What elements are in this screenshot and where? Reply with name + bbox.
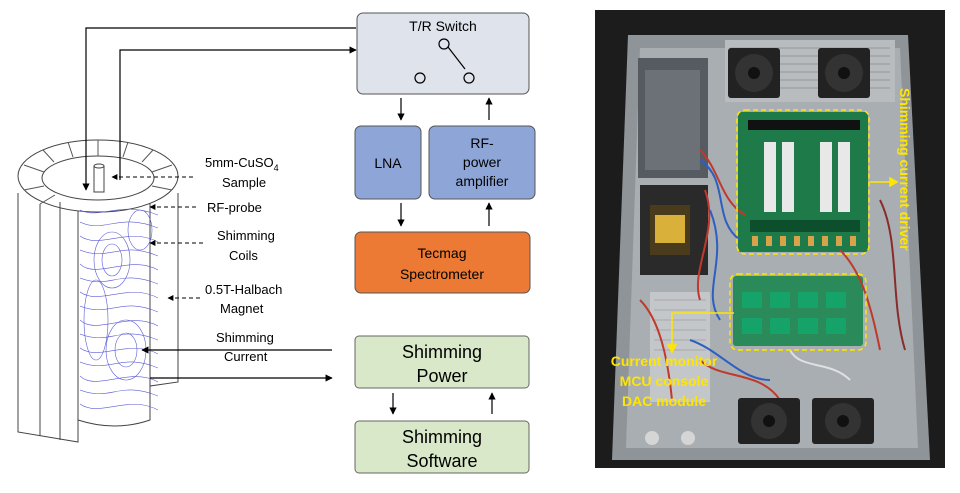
ring-segments — [23, 140, 173, 205]
tr-switch-block: T/R Switch — [356, 12, 530, 95]
rf-amplifier-block: RF- power amplifier — [428, 125, 536, 200]
label-shim-current-line2: Current — [224, 349, 268, 364]
svg-text:Power: Power — [416, 366, 467, 386]
svg-text:amplifier: amplifier — [456, 173, 509, 189]
svg-text:Software: Software — [406, 451, 477, 471]
switch-symbol — [414, 38, 475, 84]
tr-switch-label: T/R Switch — [409, 18, 477, 34]
svg-text:RF-: RF- — [470, 135, 494, 151]
connections — [82, 27, 496, 415]
label-shim-current-line1: Shimming — [216, 330, 274, 345]
label-magnet-line1: 0.5T-Halbach — [205, 282, 282, 297]
label-leaders — [111, 174, 206, 301]
fan-top-right — [818, 48, 870, 98]
label-sample-line1: 5mm-CuSO4 — [205, 155, 279, 173]
driver-highlight — [736, 109, 870, 255]
svg-text:Shimming: Shimming — [402, 427, 482, 447]
driver-label: Shimming current driver — [897, 88, 913, 251]
shim-software-block: Shimming Software — [354, 420, 530, 474]
svg-text:Spectrometer: Spectrometer — [400, 266, 484, 282]
label-shim-coils-line1: Shimming — [217, 228, 275, 243]
label-magnet-line2: Magnet — [220, 301, 264, 316]
lna-label: LNA — [374, 155, 402, 171]
dac-mcu-board — [733, 276, 863, 346]
svg-text:Tecmag: Tecmag — [417, 245, 466, 261]
monitor-label-1: Current monitor — [611, 353, 718, 369]
svg-text:Shimming: Shimming — [402, 342, 482, 362]
driver-board — [738, 112, 868, 252]
label-sample-line2: Sample — [222, 175, 266, 190]
label-rf-probe: RF-probe — [207, 200, 262, 215]
lna-block: LNA — [354, 125, 422, 200]
monitor-label-3: DAC module — [622, 393, 706, 409]
fan-bottom-left — [738, 398, 800, 444]
monitor-highlight — [729, 273, 867, 351]
label-shim-coils-line2: Coils — [229, 248, 258, 263]
monitor-label-2: MCU console — [620, 373, 709, 389]
fan-top-left — [728, 48, 780, 98]
fan-bottom-right — [812, 398, 874, 444]
spectrometer-block: Tecmag Spectrometer — [354, 231, 531, 294]
svg-text:power: power — [463, 154, 501, 170]
halbach-magnet-drawing — [17, 139, 179, 443]
shim-power-block: Shimming Power — [354, 335, 530, 389]
hardware-photo: Shimming current driver Current monitor … — [595, 10, 945, 468]
